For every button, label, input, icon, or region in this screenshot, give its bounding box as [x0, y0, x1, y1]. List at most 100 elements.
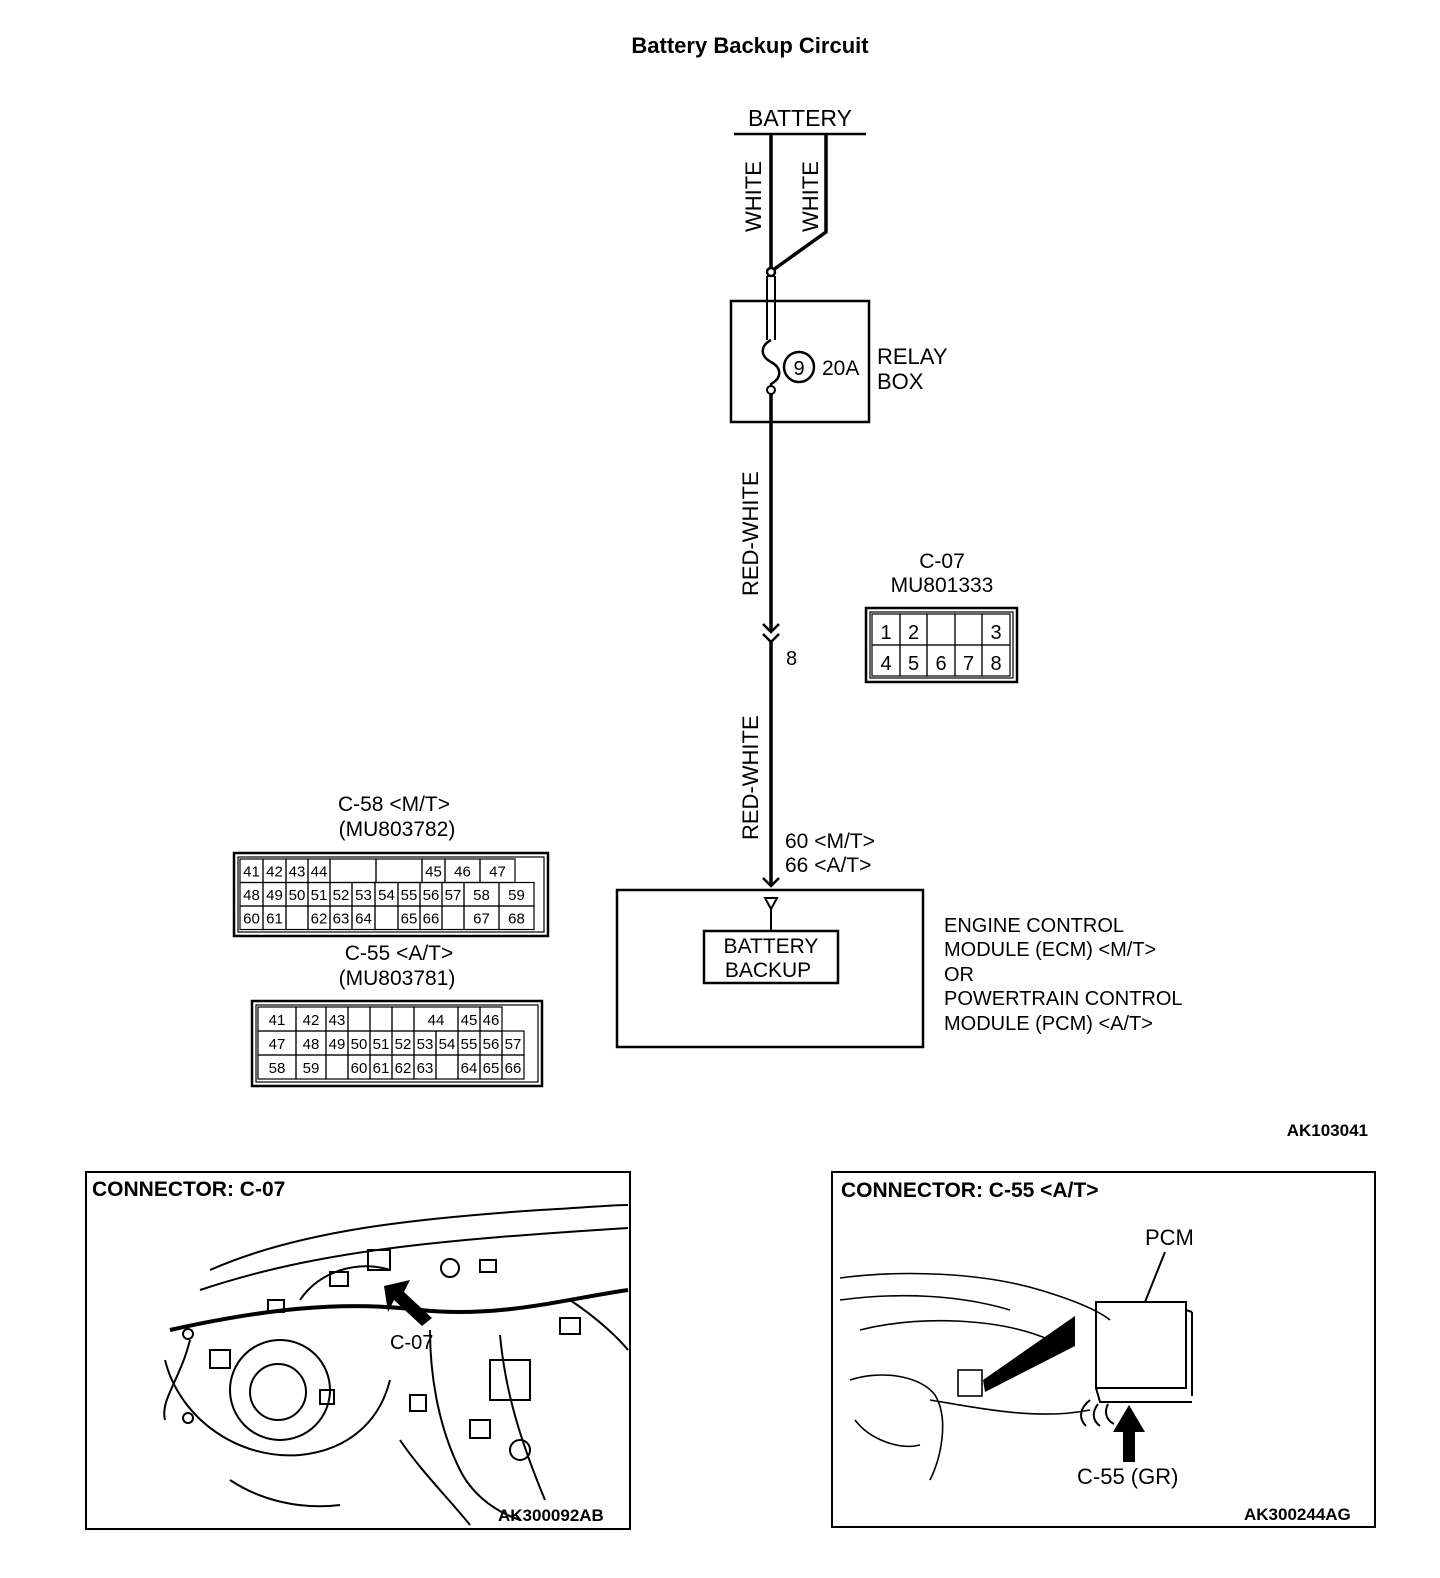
c58-pin-label: 56: [423, 887, 440, 904]
module-connector-chevron: [762, 877, 780, 888]
c55-pin-label: 51: [373, 1036, 390, 1053]
wire-color-lower: RED-WHITE: [738, 715, 763, 840]
battery-backup-label-2: BACKUP: [725, 959, 811, 982]
relay-box-label-2: BOX: [877, 369, 924, 394]
c55-pin-label: 60: [351, 1060, 368, 1077]
diagram-title: Battery Backup Circuit: [631, 33, 869, 58]
c55-pin-cell: [501, 1054, 525, 1080]
c07-pin-label: 7: [963, 653, 974, 675]
white-wire-right: [771, 134, 828, 272]
c55-pin-label: 43: [329, 1012, 346, 1029]
c07-part-number: MU801333: [891, 574, 994, 597]
c58-pin-label: 41: [243, 864, 260, 881]
panel-left-code: AK300092AB: [498, 1506, 604, 1525]
c58-pin-label: 48: [243, 887, 260, 904]
c58-id: C-58 <M/T>: [338, 793, 450, 816]
c55-pin-label: 45: [461, 1012, 478, 1029]
c07-pin-label: 1: [880, 622, 891, 644]
battery-backup-label-1: BATTERY: [724, 935, 819, 958]
c55-pin-label: 52: [395, 1036, 412, 1053]
module-label-3: OR: [944, 964, 974, 986]
c58-pin-label: 50: [289, 887, 306, 904]
c58-pin-label: 46: [454, 864, 471, 881]
c07-pin-number: 8: [786, 648, 797, 670]
battery-label: BATTERY: [748, 105, 852, 131]
c55-pin-label: 66: [505, 1060, 522, 1077]
c55-pin-label: 41: [269, 1012, 286, 1029]
c58-pin-label: 62: [311, 911, 328, 928]
c58-inner-frame: [237, 856, 545, 933]
module-label-1: ENGINE CONTROL: [944, 915, 1124, 937]
pcm-zoom-wedge: [983, 1316, 1075, 1392]
c55-part-number: (MU803781): [339, 967, 456, 990]
connector-c07-panel: [85, 1171, 631, 1530]
c55-pin-label: 55: [461, 1036, 478, 1053]
c58-pin-cell: [498, 905, 535, 931]
figure-code: AK103041: [1287, 1121, 1368, 1140]
c07-pin-label: 3: [990, 622, 1001, 644]
c55-inner-frame: [255, 1004, 539, 1083]
c58-pin-label: 52: [333, 887, 350, 904]
c07-connector-chevron-2: [762, 633, 780, 644]
module-input-arrow: [763, 897, 779, 912]
c58-pin-label: 67: [473, 911, 490, 928]
c55-pin-label: 64: [461, 1060, 478, 1077]
pcm-leader-line: [1144, 1251, 1166, 1303]
c55-pin-label: 46: [483, 1012, 500, 1029]
c55-pin-label: 59: [303, 1060, 320, 1077]
fuse-number-circle: [782, 350, 816, 384]
wire-color-right: WHITE: [798, 161, 823, 232]
module-label-2: MODULE (ECM) <M/T>: [944, 939, 1156, 961]
c55-pin-label: 62: [395, 1060, 412, 1077]
c07-pin-label: 6: [935, 653, 946, 675]
pcm-label: PCM: [1145, 1225, 1194, 1250]
relay-box: [729, 299, 871, 424]
c55-pin-label: 61: [373, 1060, 390, 1077]
c58-pin-label: 64: [355, 911, 372, 928]
module-pin-at: 66 <A/T>: [785, 854, 871, 877]
c55-pin-label: 42: [303, 1012, 320, 1029]
c55-pin-label: 54: [439, 1036, 456, 1053]
module-label-4: POWERTRAIN CONTROL: [944, 988, 1183, 1010]
c58-pin-label: 68: [508, 911, 525, 928]
c58-pin-label: 65: [401, 911, 418, 928]
dashboard-harness-illustration: [163, 1204, 629, 1526]
c55-pin-label: 65: [483, 1060, 500, 1077]
c58-pin-label: 61: [266, 911, 283, 928]
wire-color-left: WHITE: [741, 161, 766, 232]
c58-pin-label: 63: [333, 911, 350, 928]
c55-pin-label: 47: [269, 1036, 286, 1053]
c55-outer-frame: [250, 999, 544, 1088]
relay-box-label-1: RELAY: [877, 344, 948, 369]
c58-pin-label: 55: [401, 887, 418, 904]
c07-pin-label: 2: [908, 622, 919, 644]
wire-color-upper: RED-WHITE: [738, 471, 763, 596]
panel-left-callout: C-07: [390, 1332, 433, 1354]
c55-pin-label: 53: [417, 1036, 434, 1053]
c55-pin-label: 44: [428, 1012, 445, 1029]
panel-right-callout: C-55 (GR): [1077, 1464, 1178, 1489]
c07-pin-label: 5: [908, 653, 919, 675]
c58-pin-label: 44: [311, 864, 328, 881]
connector-c55-panel: [831, 1171, 1376, 1528]
c07-pin-label: 4: [880, 653, 891, 675]
c55-pin-label: 63: [417, 1060, 434, 1077]
fuse-element: [761, 338, 781, 392]
c58-pin-label: 53: [355, 887, 372, 904]
c58-pin-label: 60: [243, 911, 260, 928]
module-pin-mt: 60 <M/T>: [785, 830, 875, 853]
c55-pin-label: 48: [303, 1036, 320, 1053]
c07-id: C-07: [919, 550, 965, 573]
c58-pin-label: 42: [266, 864, 283, 881]
c58-pin-label: 66: [423, 911, 440, 928]
c07-location-arrow: [384, 1280, 432, 1326]
c58-pin-label: 43: [289, 864, 306, 881]
c55-pin-label: 56: [483, 1036, 500, 1053]
c58-pin-label: 47: [489, 864, 506, 881]
c58-pin-label: 57: [445, 887, 462, 904]
c07-connector-chevron-1: [762, 623, 780, 634]
